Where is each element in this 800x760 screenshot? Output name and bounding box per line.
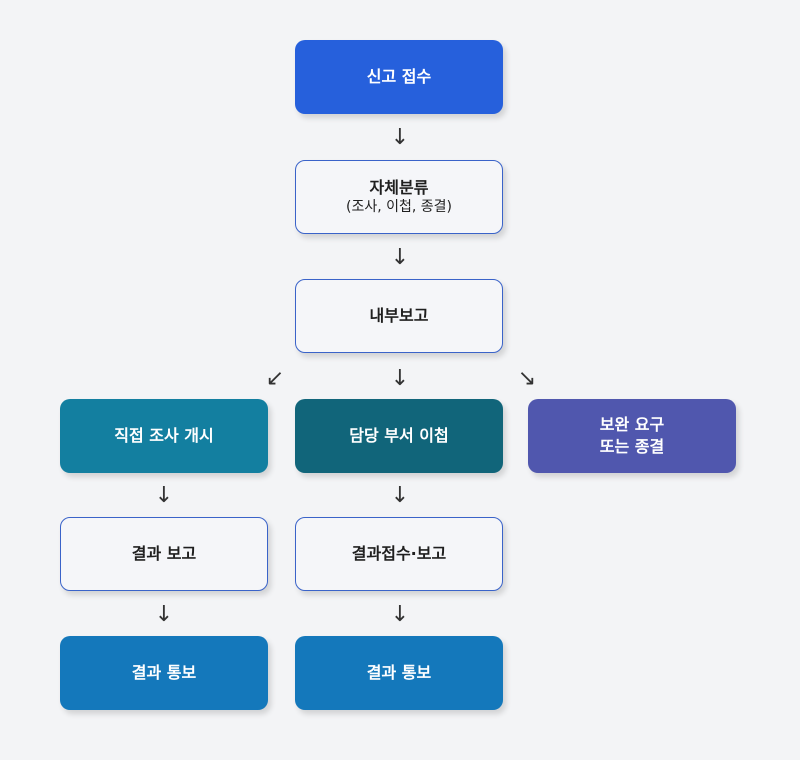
arrow-down-icon: ↓ — [390, 483, 410, 508]
arrow-down-icon: ↓ — [390, 125, 410, 150]
direct-investigation-node: 직접 조사 개시 — [60, 399, 268, 473]
report-received-label: 신고 접수 — [366, 67, 432, 87]
arrow-down-icon: ↓ — [390, 602, 410, 627]
result-notice-left-node: 결과 통보 — [60, 636, 268, 710]
result-report-label: 결과 보고 — [131, 544, 197, 564]
report-received-node: 신고 접수 — [295, 40, 503, 114]
arrow-down-left-icon: ↙ — [265, 366, 285, 391]
supplement-request-node: 보완 요구 또는 종결 — [528, 399, 736, 473]
arrow-down-icon: ↓ — [390, 245, 410, 270]
internal-report-node: 내부보고 — [295, 279, 503, 353]
result-notice-left-label: 결과 통보 — [131, 663, 197, 683]
arrow-down-icon: ↓ — [154, 602, 174, 627]
result-report-node: 결과 보고 — [60, 517, 268, 591]
result-notice-center-node: 결과 통보 — [295, 636, 503, 710]
transfer-department-node: 담당 부서 이첩 — [295, 399, 503, 473]
supplement-request-line1: 보완 요구 — [599, 415, 665, 435]
arrow-down-icon: ↓ — [154, 483, 174, 508]
self-classification-label: 자체분류 — [369, 177, 429, 197]
internal-report-label: 내부보고 — [369, 306, 429, 326]
result-receive-report-node: 결과접수·보고 — [295, 517, 503, 591]
direct-investigation-label: 직접 조사 개시 — [114, 426, 214, 446]
transfer-department-label: 담당 부서 이첩 — [349, 426, 449, 446]
result-receive-report-label: 결과접수·보고 — [351, 544, 447, 564]
self-classification-node: 자체분류 (조사, 이첩, 종결) — [295, 160, 503, 234]
arrow-down-right-icon: ↘ — [517, 366, 537, 391]
supplement-request-line2: 또는 종결 — [599, 437, 665, 456]
self-classification-sub: (조사, 이첩, 종결) — [345, 199, 452, 216]
arrow-down-icon: ↓ — [390, 366, 410, 391]
result-notice-center-label: 결과 통보 — [366, 663, 432, 683]
